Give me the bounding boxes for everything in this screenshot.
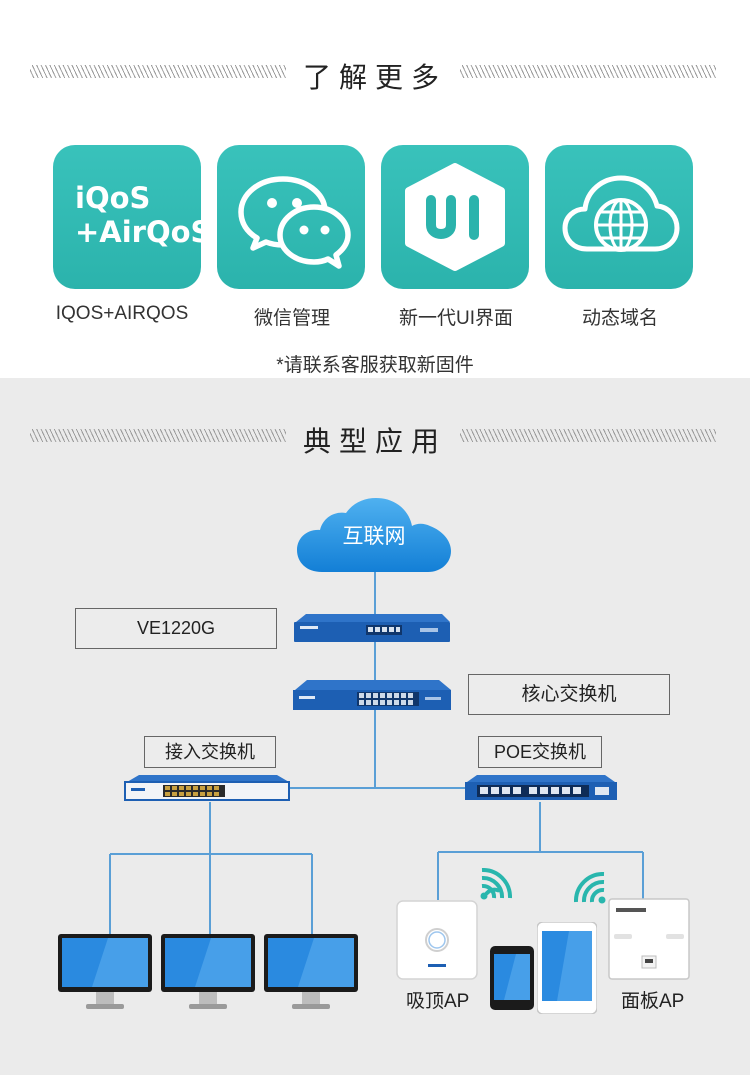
heading-decoration-right: [460, 429, 716, 442]
core-switch-label: 核心交换机: [468, 674, 670, 715]
poe-switch-device: [463, 774, 619, 802]
computer-monitor: [161, 934, 255, 1012]
wifi-signal-icon: [478, 868, 512, 902]
panel-ap-icon: [608, 898, 690, 980]
firmware-note: *请联系客服获取新固件: [276, 355, 474, 376]
tile-line-1: iQoS: [75, 181, 151, 215]
smartphone: [490, 946, 534, 1010]
phone-icon: [490, 946, 534, 1010]
ddns-feature-tile: [545, 145, 693, 289]
feature-label-qos: IQOS+AIRQOS: [55, 303, 189, 324]
ceiling-ap-label: 吸顶AP: [406, 991, 470, 1012]
application-title: 典型应用: [302, 425, 447, 458]
monitor-icon: [264, 934, 358, 1009]
wechat-icon: [238, 176, 351, 269]
router-model-label: VE1220G: [75, 608, 277, 649]
heading-decoration-left: [30, 429, 286, 442]
computer-monitor: [58, 934, 152, 1012]
cloud-icon: [297, 498, 451, 572]
core-switch-device: [291, 678, 453, 712]
learn-more-title: 了解更多: [302, 61, 447, 94]
feature-label-ddns: 动态域名: [581, 308, 658, 329]
application-heading: 典型应用: [0, 416, 750, 458]
network-connection-lines: [109, 570, 644, 938]
poe-switch-icon: [465, 775, 617, 800]
feature-label-wechat: 微信管理: [253, 308, 330, 329]
cloud-globe-icon: [562, 175, 680, 252]
tile-line-2: +AirQoS: [75, 215, 212, 249]
wifi-signal-icon: [574, 872, 608, 906]
router-device: [292, 612, 452, 644]
wechat-feature-tile: [217, 145, 365, 289]
panel-ap-label: 面板AP: [621, 991, 685, 1012]
router-icon: [294, 614, 450, 642]
monitor-icon: [58, 934, 152, 1009]
typical-application-section: 典型应用: [0, 378, 750, 1075]
ceiling-ap-device: [396, 900, 478, 980]
learn-more-heading: 了解更多: [0, 52, 750, 94]
heading-decoration-right: [460, 65, 716, 78]
tablet: [537, 922, 597, 1014]
qos-text-icon: iQoS +AirQoS: [75, 181, 211, 249]
access-switch-icon: [124, 775, 290, 801]
tablet-icon: [537, 922, 597, 1014]
ui-hexagon-icon: [405, 163, 505, 271]
ceiling-ap-icon: [396, 900, 478, 980]
poe-switch-label: POE交换机: [478, 736, 602, 768]
computer-monitor: [264, 934, 358, 1012]
learn-more-section: 了解更多 iQoS +AirQoS: [0, 0, 750, 378]
heading-decoration-left: [30, 65, 286, 78]
internet-label: 互联网: [342, 525, 406, 548]
access-switch-device: [123, 774, 291, 802]
monitor-icon: [161, 934, 255, 1009]
core-switch-icon: [293, 680, 451, 710]
panel-ap-device: [608, 898, 690, 980]
ui-feature-tile: [381, 145, 529, 289]
qos-feature-tile: iQoS +AirQoS: [53, 145, 211, 289]
internet-cloud: 互联网: [296, 498, 452, 574]
feature-label-ui: 新一代UI界面: [398, 308, 513, 329]
access-switch-label: 接入交换机: [144, 736, 276, 768]
